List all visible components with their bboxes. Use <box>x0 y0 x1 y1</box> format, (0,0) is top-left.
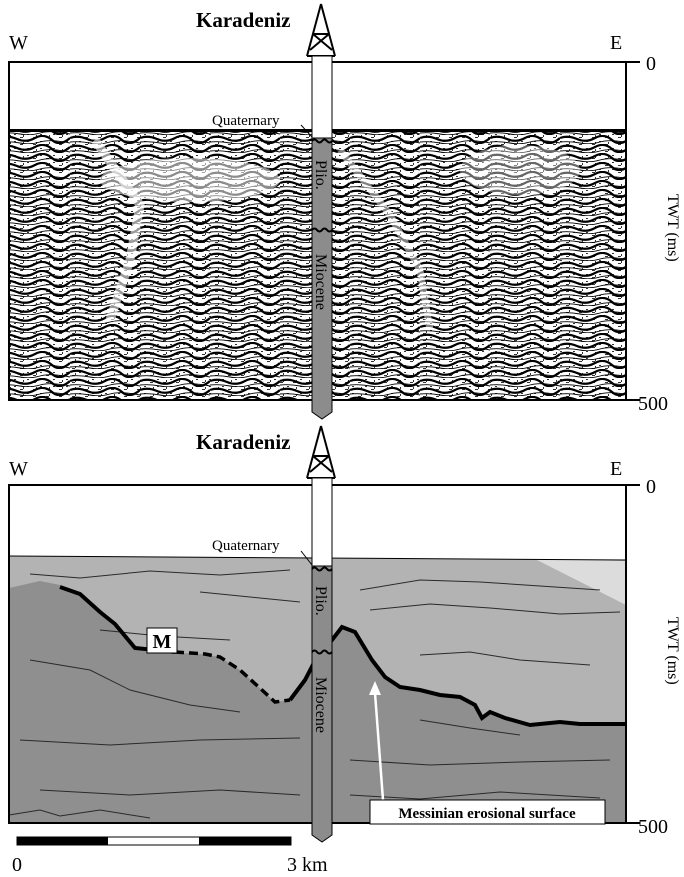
horizon-m-label: M <box>146 627 178 654</box>
interpretation-panel: Karadeniz W E <box>8 425 681 843</box>
bottom-axis-label: TWT (ms) <box>664 617 681 685</box>
bottom-quaternary-label: Quaternary <box>212 538 280 554</box>
top-west-label: W <box>9 32 28 54</box>
horizon-m-text: M <box>153 631 172 653</box>
top-axis-tick-0: 0 <box>646 53 656 75</box>
callout-arrow-icon <box>369 681 381 695</box>
top-axis: 0 500 TWT (ms) <box>625 53 681 415</box>
top-axis-label: TWT (ms) <box>664 194 681 262</box>
bottom-well: Quaternary Plio. Miocene <box>212 425 336 843</box>
seismic-panel: Karadeniz W E 0 500 TWT (ms) <box>8 3 681 420</box>
scale-start-label: 0 <box>12 854 22 876</box>
top-title: Karadeniz <box>196 8 291 32</box>
top-derrick-icon <box>306 3 336 57</box>
bottom-axis-tick-0: 0 <box>646 476 656 498</box>
messinian-callout-text: Messinian erosional surface <box>398 806 576 822</box>
messinian-callout: Messinian erosional surface <box>369 681 606 825</box>
top-east-label: E <box>610 32 622 54</box>
bottom-west-label: W <box>9 458 28 480</box>
top-quaternary-label: Quaternary <box>212 113 280 129</box>
bottom-east-label: E <box>610 458 622 480</box>
bottom-miocene-label: Miocene <box>312 677 329 733</box>
scale-bar: 0 3 km <box>12 836 328 876</box>
bottom-title: Karadeniz <box>196 430 291 454</box>
top-miocene-label: Miocene <box>312 254 329 310</box>
top-well: Quaternary Plio. Miocene <box>212 3 336 420</box>
scale-end-label: 3 km <box>287 854 328 876</box>
bottom-derrick-icon <box>306 425 336 479</box>
bottom-axis: 0 500 TWT (ms) <box>625 476 681 838</box>
top-pliocene-label: Plio. <box>312 160 329 190</box>
bottom-axis-tick-500: 500 <box>638 816 668 838</box>
bottom-pliocene-label: Plio. <box>312 586 329 616</box>
top-axis-tick-500: 500 <box>638 393 668 415</box>
